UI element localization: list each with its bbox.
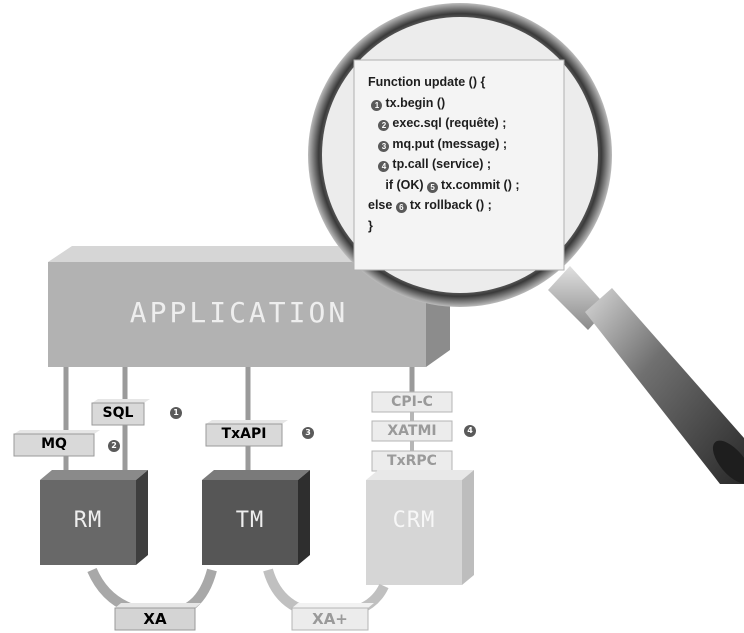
rm-box [40,470,148,565]
code-line-text: tx.begin () [385,95,446,110]
code-line: Function update () { [368,72,598,93]
xatmi-marker [464,425,476,437]
txapi-tag [205,420,314,447]
crm-box [366,470,474,585]
txapi-marker-number: 3 [305,428,311,437]
xa-label: XA [143,610,167,628]
sql-label: SQL [102,405,134,421]
xatmi-label: XATMI [387,423,437,439]
mq-marker-number: 2 [111,441,117,450]
application-block [48,246,450,367]
code-line-text: tp.call (service) ; [392,157,492,171]
code-line-continuation: tx rollback () ; [409,198,492,212]
step-marker-icon: 1 [371,99,383,111]
tm-label: TM [235,508,265,533]
crm-label: CRM [392,508,436,533]
mq-label: MQ [41,436,67,452]
sql-marker [170,407,182,419]
code-line-text: if (OK) [385,177,428,192]
code-line: } [368,216,598,237]
code-line-text: exec.sql (requête) ; [392,116,507,130]
txrpc-label: TxRPC [387,453,437,469]
rm-label: RM [73,508,103,533]
step-marker-icon: 2 [378,120,390,131]
mq-marker [108,440,120,452]
xaplus-link [263,568,389,631]
sql-tag [91,399,182,426]
code-line-text: Function update () { [368,75,486,89]
magnifier-handle [548,266,744,484]
txapi-marker [302,427,314,439]
xatmi-marker-number: 4 [467,426,473,435]
step-marker-icon: 6 [395,202,407,213]
sql-marker-number: 1 [173,408,179,417]
code-paper [353,59,565,271]
code-line-continuation: tx.commit () ; [441,177,520,192]
tm-box [202,470,310,565]
application-front-face [48,262,426,367]
xaplus-label: XA+ [312,610,348,628]
code-line-text: else [368,198,396,212]
cpic-label: CPI-C [391,394,433,410]
mq-tag [13,430,120,457]
xa-link [87,567,217,631]
code-line-text: } [368,218,373,233]
code-line-text: mq.put (message) ; [392,136,508,151]
magnifier-lens [308,3,612,307]
step-marker-icon: 4 [378,161,390,172]
txapi-label: TxAPI [221,426,267,442]
application-label: APPLICATION [129,296,349,329]
step-marker-icon: 5 [427,181,439,193]
step-marker-icon: 3 [378,140,390,152]
